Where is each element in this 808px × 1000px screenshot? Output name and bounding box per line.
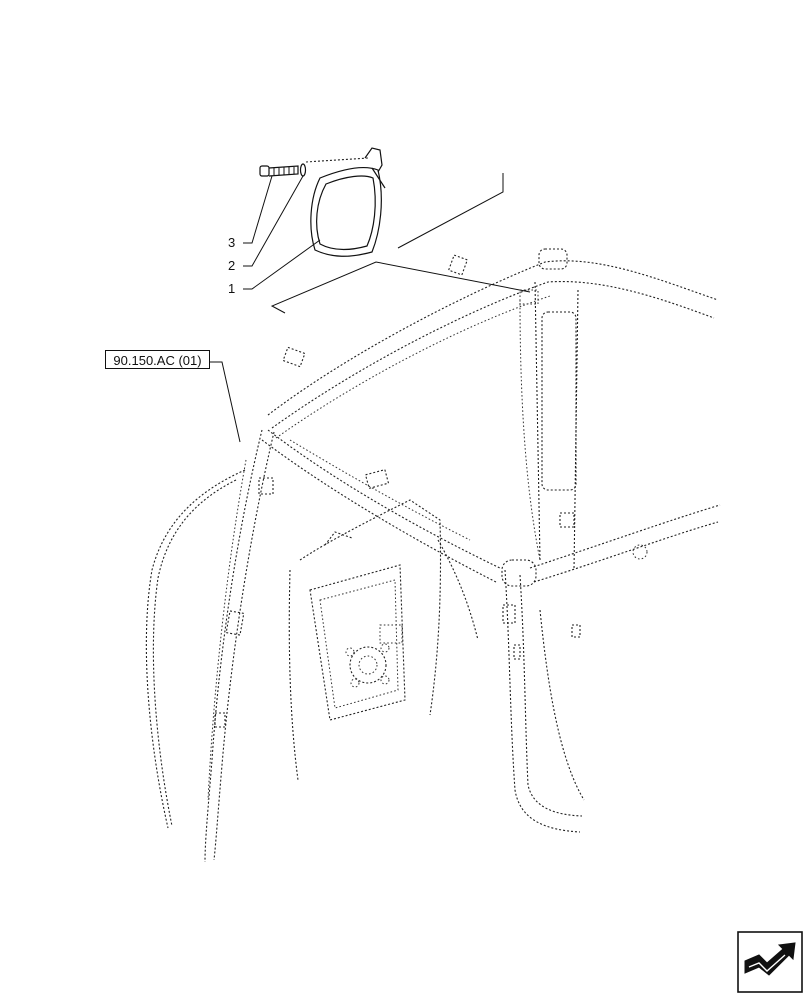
callout-2: 2	[228, 258, 235, 273]
next-page-arrow-icon[interactable]	[737, 931, 803, 993]
bolt-part	[259, 165, 299, 177]
callouts: 3 2 1	[228, 235, 235, 296]
cab-frame	[145, 248, 721, 863]
callout-1: 1	[228, 281, 235, 296]
leader-lines	[210, 173, 531, 443]
washer-part	[299, 163, 307, 177]
mirror-assembly	[259, 147, 386, 257]
callout-3: 3	[228, 235, 235, 250]
reference-link-box[interactable]: 90.150.AC (01)	[105, 350, 210, 369]
